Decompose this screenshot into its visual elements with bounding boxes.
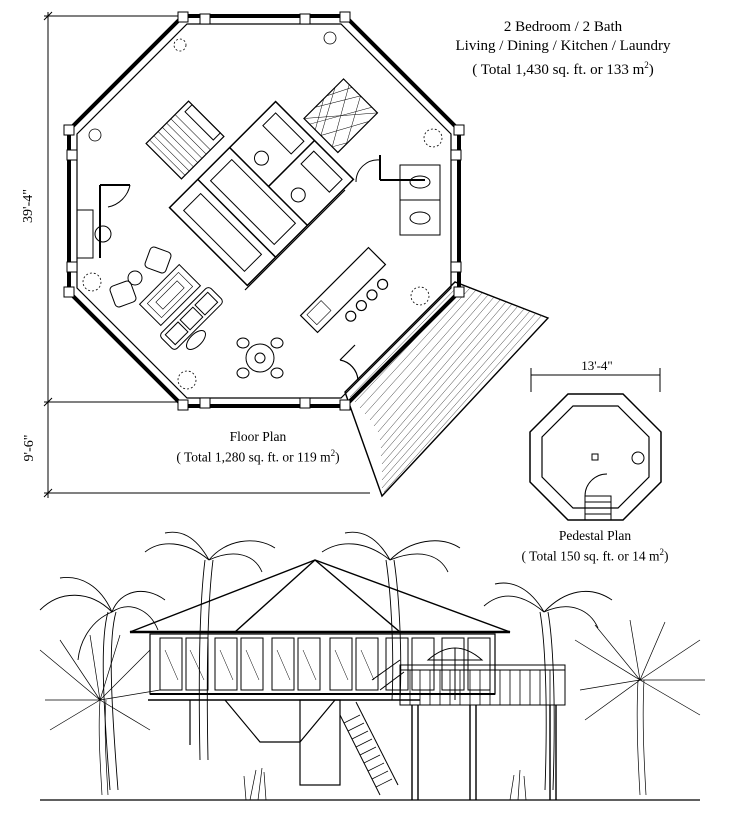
pedestal-plan-title: Pedestal Plan	[558, 528, 632, 543]
palm-left-back	[39, 577, 166, 791]
roof	[129, 559, 511, 634]
header-line-2: Living / Dining / Kitchen / Laundry	[455, 38, 671, 54]
octagon-walls	[63, 11, 465, 411]
living-room	[109, 246, 223, 350]
kitchen-island	[244, 189, 389, 334]
pedestal-width-label: 13'-4"	[581, 358, 613, 373]
floor-plan	[43, 11, 550, 498]
pedestal-plan-area-close: )	[663, 548, 669, 564]
header-area-sup: 2	[644, 60, 649, 70]
desk	[76, 209, 112, 259]
pedestal-plan-area-text: ( Total 150 sq. ft. or 14 m	[521, 548, 660, 564]
floor-plan-area-close: )	[335, 449, 340, 465]
pedestal-plan-area: ( Total 150 sq. ft. or 14 m2)	[505, 544, 685, 565]
pedestal-plan	[529, 368, 662, 521]
stair	[339, 659, 405, 796]
header-block: 2 Bedroom / 2 Bath Living / Dining / Kit…	[448, 18, 678, 80]
floor-plan-label: Floor Plan ( Total 1,280 sq. ft. or 119 …	[158, 428, 358, 466]
header-line-3: ( Total 1,430 sq. ft. or 133 m2)	[448, 56, 678, 80]
palm-right-front	[574, 619, 705, 796]
floor-plan-area: ( Total 1,280 sq. ft. or 119 m2)	[158, 445, 358, 466]
dim-deck-label: 9'-6"	[22, 434, 37, 462]
header-area-text: ( Total 1,430 sq. ft. or 133 m	[472, 62, 645, 78]
palm-right-back	[483, 582, 613, 791]
central-core	[168, 100, 355, 287]
plants	[82, 31, 443, 390]
stilts	[411, 705, 557, 800]
entry-door	[339, 344, 359, 381]
closet-right	[399, 164, 441, 236]
shrubs	[243, 767, 527, 801]
pedestal-plan-area-sup: 2	[659, 547, 664, 557]
bedroom-2	[303, 78, 425, 183]
floor-plan-title: Floor Plan	[229, 429, 287, 444]
floor-plan-area-text: ( Total 1,280 sq. ft. or 119 m	[176, 449, 331, 465]
dining-table	[236, 337, 284, 379]
header-area-close: )	[648, 62, 654, 78]
house-walls	[148, 633, 496, 701]
umbrella	[426, 647, 484, 661]
palm-trees	[39, 531, 705, 796]
header-line-1: 2 Bedroom / 2 Bath	[503, 19, 623, 35]
pedestal-base	[189, 699, 341, 786]
deck-railing	[399, 647, 566, 706]
palm-center-left	[144, 531, 276, 761]
bedroom-1	[99, 100, 225, 258]
deck	[344, 281, 550, 498]
elevation	[39, 531, 705, 801]
palm-left-front	[39, 634, 161, 796]
dimension-lines	[43, 11, 370, 498]
floor-plan-area-sup: 2	[330, 448, 336, 458]
deck-boards	[349, 283, 543, 493]
pedestal-stair	[584, 473, 612, 521]
dim-height-label: 39'-4"	[21, 189, 36, 223]
pedestal-plan-label: Pedestal Plan ( Total 150 sq. ft. or 14 …	[505, 527, 685, 565]
palm-center-right	[321, 531, 461, 701]
